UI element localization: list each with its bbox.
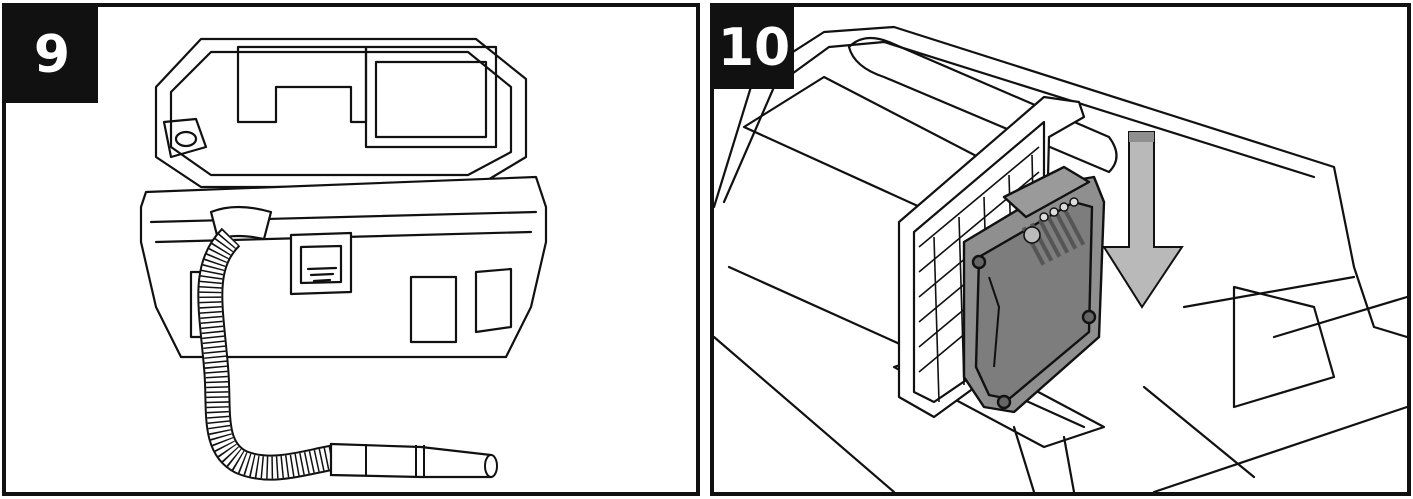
hose-icon [197, 227, 498, 481]
lid-handle-right [364, 45, 498, 149]
step-number-badge: 9 [6, 7, 98, 103]
vacuum-with-hose-illustration [139, 37, 548, 481]
step-9-panel: 9 [2, 3, 700, 496]
lid-inner [169, 50, 513, 177]
battery-insertion-illustration [714, 25, 1407, 492]
insert-arrow-icon [1102, 131, 1184, 309]
step-10-panel: 10 [710, 3, 1411, 496]
lid-top [154, 37, 528, 189]
latch [289, 231, 353, 296]
lid-release-button [162, 117, 208, 159]
battery-illustration [962, 165, 1106, 414]
step-number-badge: 10 [714, 7, 794, 89]
